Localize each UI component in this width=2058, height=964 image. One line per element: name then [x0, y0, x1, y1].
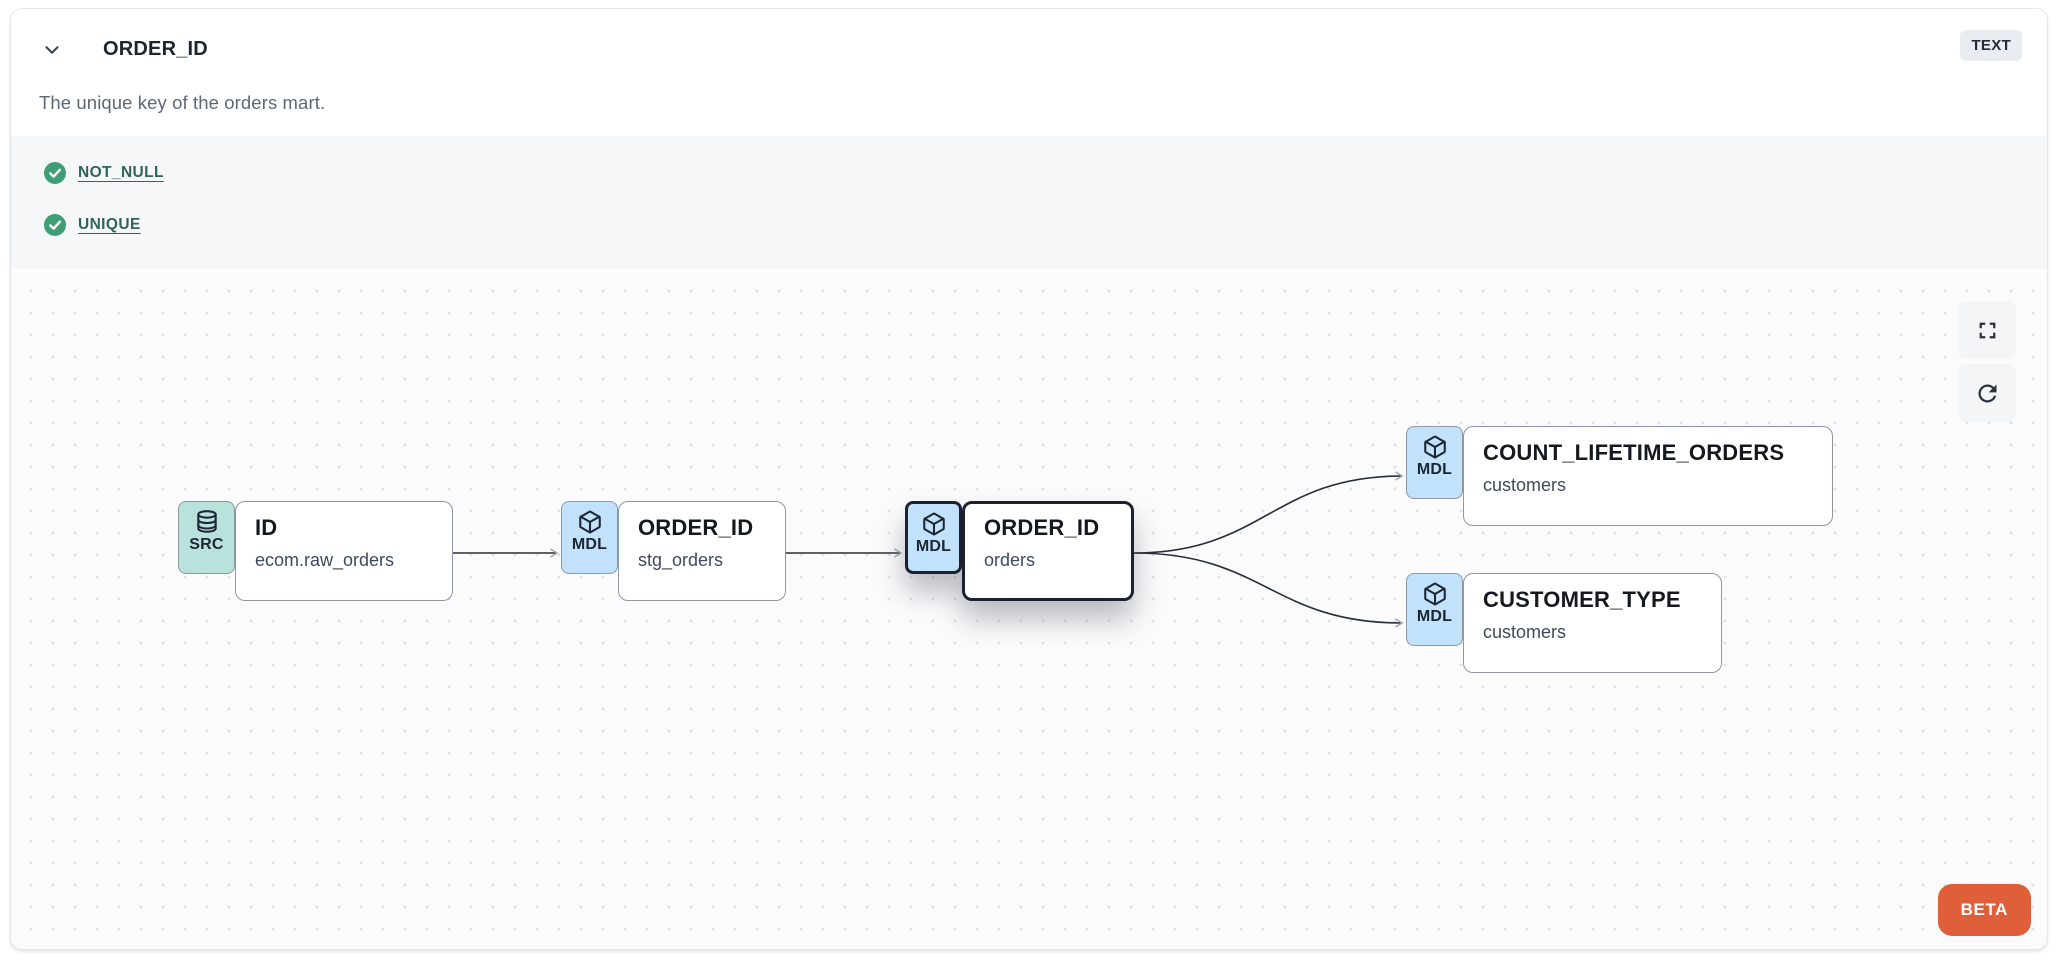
column-type-badge: TEXT: [1960, 30, 2022, 61]
node-title: ORDER_ID: [984, 515, 1100, 540]
section-divider: [11, 269, 2047, 273]
node-body: COUNT_LIFETIME_ORDERS customers: [1463, 426, 1833, 526]
tests-section: NOT_NULL UNIQUE: [11, 136, 2047, 269]
node-subtitle: stg_orders: [638, 550, 724, 570]
node-badge-src: SRC: [178, 501, 235, 574]
node-body: ORDER_ID orders: [962, 501, 1134, 601]
test-link-unique[interactable]: UNIQUE: [78, 216, 141, 233]
header: ORDER_ID TEXT The unique key of the orde…: [11, 9, 2047, 136]
canvas-controls: [1958, 301, 2016, 422]
node-badge-mdl: MDL: [1406, 573, 1463, 646]
lineage-edges: [453, 273, 2047, 950]
fullscreen-button[interactable]: [1958, 301, 2016, 359]
node-badge-mdl: MDL: [1406, 426, 1463, 499]
column-details-card: ORDER_ID TEXT The unique key of the orde…: [10, 8, 2048, 950]
beta-badge: BETA: [1937, 884, 2031, 936]
node-subtitle: customers: [1483, 622, 1567, 642]
check-circle-icon: [44, 162, 66, 184]
cube-icon: [1423, 582, 1446, 606]
cube-icon: [578, 510, 601, 534]
node-title: ORDER_ID: [638, 515, 754, 540]
page-title: ORDER_ID: [103, 38, 208, 60]
cube-icon: [922, 512, 945, 536]
node-body: ORDER_ID stg_orders: [618, 501, 786, 601]
lineage-canvas[interactable]: SRC ID ecom.raw_orders MDL ORDER_ID stg_…: [11, 273, 2047, 949]
check-circle-icon: [44, 214, 66, 236]
node-badge-mdl: MDL: [905, 501, 962, 574]
test-row: UNIQUE: [43, 213, 2047, 237]
node-subtitle: orders: [984, 550, 1036, 570]
node-badge-label: MDL: [915, 538, 952, 555]
node-subtitle: customers: [1483, 475, 1567, 495]
chevron-down-icon: [45, 45, 59, 54]
fullscreen-icon: [1979, 322, 1995, 338]
node-subtitle: ecom.raw_orders: [255, 550, 395, 570]
node-title: CUSTOMER_TYPE: [1483, 587, 1681, 612]
node-title: COUNT_LIFETIME_ORDERS: [1483, 440, 1785, 465]
node-badge-label: MDL: [1416, 461, 1453, 478]
node-badge-mdl: MDL: [561, 501, 618, 574]
database-icon: [196, 510, 217, 533]
edge-orders-to-type: [1133, 552, 1402, 623]
test-link-not-null[interactable]: NOT_NULL: [78, 164, 164, 181]
node-badge-label: MDL: [571, 536, 608, 553]
collapse-chevron-button[interactable]: [41, 39, 63, 61]
cube-icon: [1423, 435, 1446, 459]
node-body: ID ecom.raw_orders: [235, 501, 453, 601]
test-row: NOT_NULL: [43, 161, 2047, 185]
node-badge-label: SRC: [189, 536, 224, 553]
refresh-button[interactable]: [1958, 364, 2016, 422]
edge-orders-to-count: [1133, 476, 1402, 554]
node-badge-label: MDL: [1416, 608, 1453, 625]
column-description: The unique key of the orders mart.: [39, 92, 326, 113]
refresh-icon: [1977, 383, 1996, 402]
node-body: CUSTOMER_TYPE customers: [1463, 573, 1722, 673]
node-title: ID: [255, 515, 278, 540]
